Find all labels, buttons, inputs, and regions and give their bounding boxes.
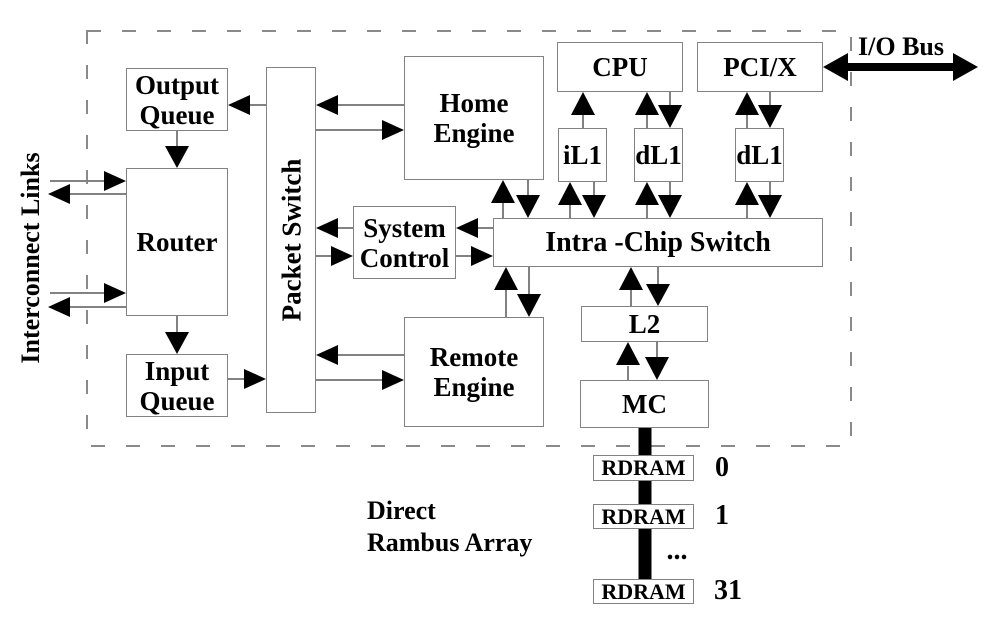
intra-chip-switch-box: Intra -Chip Switch	[493, 218, 823, 267]
il1-label: iL1	[562, 140, 602, 170]
memory-controller-box: MC	[580, 380, 709, 428]
pci-x-box: PCI/X	[697, 42, 823, 92]
router-label: Router	[136, 227, 218, 257]
dl1-cache-pci-box: dL1	[735, 128, 784, 182]
io-bus-arrow	[823, 53, 978, 81]
packet-switch-box: Packet Switch	[266, 67, 316, 413]
thin-connector-lines	[50, 92, 771, 381]
remote-engine-label: Remote Engine	[429, 342, 519, 402]
packet-switch-label: Packet Switch	[276, 158, 307, 322]
rdram-0-label: RDRAM	[601, 455, 686, 480]
remote-engine-box: Remote Engine	[404, 317, 544, 427]
home-engine-label: Home Engine	[433, 88, 515, 148]
io-bus-label: I/O Bus	[858, 32, 944, 61]
home-engine-box: Home Engine	[404, 56, 544, 180]
output-queue-box: Output Queue	[126, 68, 228, 131]
cpu-box: CPU	[557, 42, 683, 92]
interconnect-links-label: Interconnect Links	[16, 152, 45, 364]
output-queue-label: Output Queue	[134, 69, 220, 130]
rdram-31-index: 31	[714, 575, 742, 606]
rdram-0-index: 0	[715, 452, 729, 483]
system-control-box: System Control	[353, 206, 456, 279]
il1-cache-box: iL1	[558, 128, 607, 182]
rdram-31-box: RDRAM	[593, 579, 694, 604]
dl1-cpu-label: dL1	[635, 140, 682, 170]
rdram-1-label: RDRAM	[601, 503, 686, 529]
l2-cache-box: L2	[581, 306, 708, 342]
arrowheads	[48, 92, 782, 390]
input-queue-box: Input Queue	[126, 354, 228, 417]
rdram-1-index: 1	[715, 500, 729, 531]
input-queue-label: Input Queue	[139, 355, 215, 416]
router-box: Router	[126, 168, 228, 316]
l2-label: L2	[628, 309, 661, 339]
intra-chip-switch-label: Intra -Chip Switch	[545, 226, 771, 258]
cpu-label: CPU	[592, 52, 648, 82]
dl1-pci-label: dL1	[736, 140, 783, 170]
system-control-label: System Control	[359, 212, 450, 273]
pci-x-label: PCI/X	[723, 52, 797, 82]
rdram-1-box: RDRAM	[593, 504, 694, 529]
direct-rambus-array-label: Direct Rambus Array	[367, 496, 533, 557]
mc-label: MC	[622, 389, 667, 419]
rdram-0-box: RDRAM	[593, 455, 694, 481]
rdram-31-label: RDRAM	[601, 578, 686, 604]
rdram-ellipsis: ...	[666, 535, 688, 566]
dl1-cache-cpu-box: dL1	[634, 128, 683, 182]
